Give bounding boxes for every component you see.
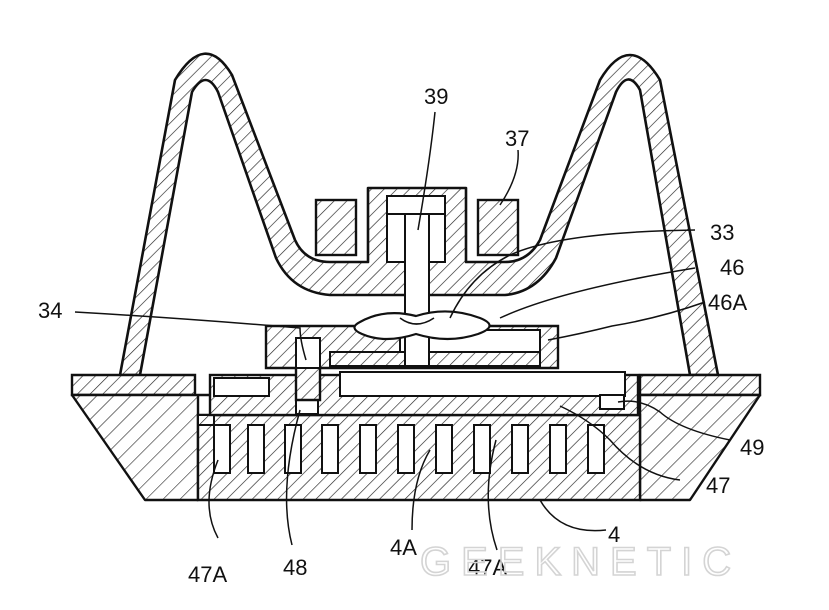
label-34: 34 (38, 298, 62, 323)
heatsink-fin-gaps (213, 424, 605, 474)
label-37: 37 (505, 126, 529, 151)
shaft (404, 213, 430, 327)
board-cavity (339, 371, 626, 397)
base-frame (70, 393, 762, 502)
label-49: 49 (740, 435, 764, 460)
element-49 (599, 394, 625, 410)
label-47: 47 (706, 473, 730, 498)
flange-left (70, 373, 197, 397)
magnet-right (476, 198, 520, 257)
label-33: 33 (710, 220, 734, 245)
fan-blade (353, 310, 491, 341)
flange-right (638, 373, 762, 397)
heatsink-fin-tops (197, 414, 215, 426)
label-39: 39 (424, 84, 448, 109)
label-47A-left: 47A (188, 562, 227, 587)
label-4: 4 (608, 522, 620, 547)
label-4A: 4A (390, 535, 417, 560)
label-46A: 46A (708, 290, 747, 315)
watermark: GEEKNETIC (420, 540, 741, 584)
fan-blade-center (399, 317, 435, 325)
magnet-left (314, 198, 358, 257)
label-48: 48 (283, 555, 307, 580)
hub-cap (386, 195, 446, 215)
plate-inner (295, 337, 321, 369)
leader-lines (74, 111, 731, 551)
label-46: 46 (720, 255, 744, 280)
label-47A-right: 47A (468, 555, 507, 580)
plate-lower (329, 351, 541, 367)
board-left-slot (213, 377, 270, 397)
